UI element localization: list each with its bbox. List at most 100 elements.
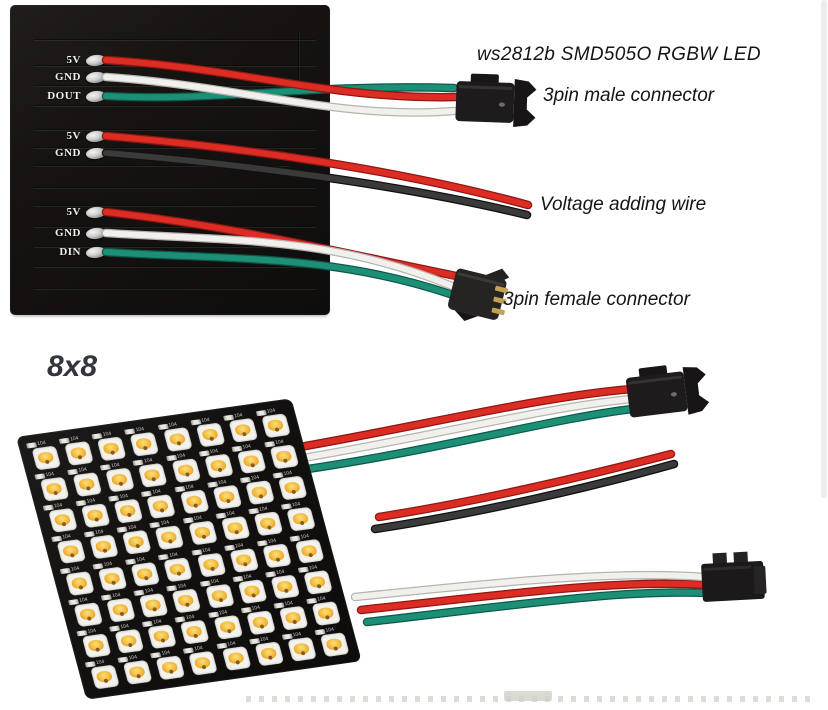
- pad-label: 5V: [66, 130, 81, 142]
- led-die-dot: [95, 647, 101, 652]
- capacitor-silkscreen: 104: [250, 604, 261, 612]
- panel-groove: [298, 31, 300, 83]
- led-cell: 104: [223, 541, 261, 574]
- capacitor-silkscreen: 104: [78, 596, 89, 604]
- led-chip: [195, 422, 226, 448]
- led-die-dot: [307, 552, 313, 557]
- led-chip: [163, 556, 193, 582]
- led-cell: 104: [199, 577, 236, 610]
- led-cell: 104: [240, 604, 277, 637]
- led-die-dot: [300, 650, 306, 656]
- led-cell: 104: [183, 644, 220, 677]
- led-cell: 104: [83, 529, 121, 562]
- led-chip: [228, 417, 258, 443]
- led-cell: 104: [67, 466, 104, 499]
- led-chip: [65, 570, 95, 596]
- led-die-dot: [86, 486, 92, 491]
- capacitor-silkscreen: 104: [86, 627, 97, 635]
- led-cell: 104: [157, 421, 194, 454]
- led-die-dot: [258, 494, 264, 499]
- led-die-dot: [61, 522, 67, 527]
- led-cell: 104: [255, 407, 293, 440]
- female-connector: [700, 550, 767, 602]
- panel-groove: [34, 288, 316, 290]
- led-cell: 104: [150, 649, 187, 682]
- led-chip: [64, 441, 94, 466]
- pad-label: GND: [55, 227, 81, 239]
- led-cell: 104: [256, 537, 293, 570]
- pad-label: DOUT: [47, 90, 81, 102]
- led-chip: [155, 525, 185, 551]
- led-cell: 104: [117, 654, 154, 687]
- led-chip: [129, 431, 160, 457]
- pad-row-5v: 5V: [28, 204, 107, 220]
- scrollbar[interactable]: [821, 0, 827, 498]
- led-cell: 104: [173, 484, 211, 517]
- wire-5v-red: [103, 57, 461, 101]
- pad-row-gnd: GND: [28, 145, 107, 161]
- led-die-dot: [208, 436, 214, 442]
- led-die-dot: [333, 646, 339, 651]
- led-cell: 104: [132, 457, 170, 490]
- matrix-wire-red: [297, 386, 635, 450]
- panel-groove: [34, 105, 316, 107]
- led-cell: 104: [141, 488, 178, 521]
- led-die-dot: [94, 517, 100, 523]
- led-die-dot: [217, 597, 223, 602]
- led-cell: 104: [76, 627, 113, 660]
- led-chip: [147, 623, 177, 649]
- capacitor-silkscreen: 104: [70, 565, 80, 573]
- led-chip: [146, 494, 177, 520]
- capacitor: [59, 567, 71, 574]
- led-cell: 104: [58, 435, 96, 468]
- led-chip: [31, 445, 62, 471]
- led-die-dot: [242, 561, 248, 567]
- led-cell: 104: [280, 501, 318, 534]
- panel-groove: [34, 205, 316, 207]
- led-cell: 104: [116, 524, 154, 557]
- led-chip: [311, 600, 341, 626]
- led-die-dot: [241, 431, 247, 437]
- led-chip: [179, 489, 210, 515]
- capacitor-silkscreen: 104: [308, 564, 318, 572]
- led-cell: 104: [165, 452, 203, 485]
- pad-label: GND: [55, 147, 81, 159]
- wire-5v-red: [101, 131, 533, 210]
- matrix-wire-white: [294, 396, 635, 462]
- led-chip: [97, 436, 127, 462]
- led-cell: 104: [264, 438, 301, 471]
- led-cell: 104: [34, 471, 71, 504]
- male-connector-label: 3pin male connector: [543, 85, 715, 106]
- capacitor: [100, 593, 112, 601]
- led-chip: [188, 650, 219, 676]
- led-cell: 104: [206, 479, 244, 512]
- led-die-dot: [78, 584, 84, 590]
- led-chip: [212, 485, 242, 510]
- led-chip: [270, 574, 300, 600]
- wire-din-green: [103, 249, 453, 297]
- led-chip: [122, 530, 152, 555]
- led-die-dot: [176, 441, 182, 446]
- wire-5v-red: [103, 133, 531, 208]
- led-cell: 104: [51, 533, 88, 566]
- led-chip: [213, 614, 243, 640]
- watermark: [246, 691, 812, 702]
- led-die-dot: [282, 458, 288, 464]
- led-chip: [114, 628, 145, 654]
- capacitor-silkscreen: 104: [283, 599, 294, 607]
- led-chip: [171, 458, 201, 484]
- led-chip: [253, 511, 283, 537]
- led-cell: 104: [141, 618, 179, 651]
- led-chip: [220, 516, 251, 542]
- capacitor-silkscreen: 104: [176, 582, 187, 590]
- led-cell: 104: [231, 443, 268, 476]
- led-chip: [254, 641, 284, 667]
- matrix-wire-white: [352, 572, 707, 600]
- male-connector: [624, 360, 711, 422]
- led-chip: [113, 498, 144, 524]
- wire-gnd-black: [103, 150, 530, 218]
- led-cell: 104: [174, 613, 212, 646]
- led-chip: [90, 664, 120, 690]
